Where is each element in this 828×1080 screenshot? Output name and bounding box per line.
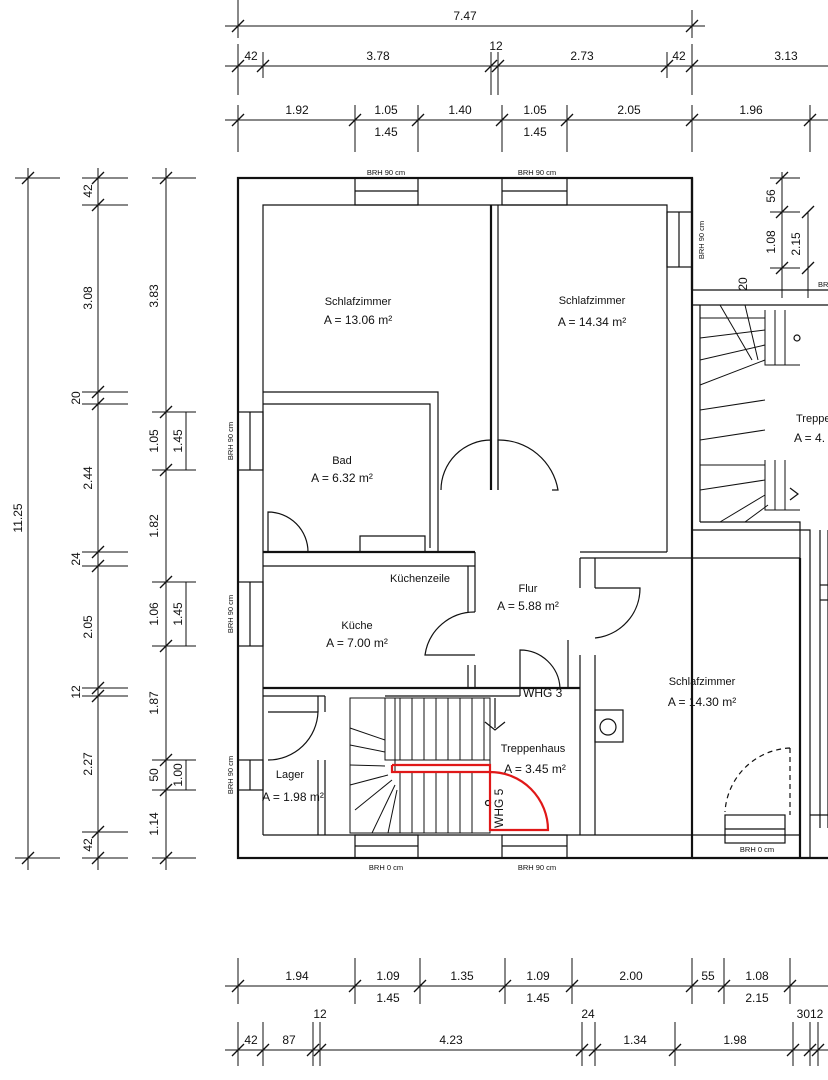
dim-right-c: 2.15 — [789, 232, 803, 256]
dim-left-c3-e: 1.87 — [147, 691, 161, 715]
dim-left-c2-f: 2.05 — [81, 615, 95, 639]
stair-right — [699, 304, 801, 523]
dim-top-r2-c: 12 — [489, 39, 503, 53]
br-label: BR — [818, 280, 828, 289]
dim-bot-r2-a: 42 — [244, 1033, 258, 1047]
dim-bot-r1-a: 1.94 — [285, 969, 309, 983]
dim-left-c2-d: 2.44 — [81, 466, 95, 490]
dim-left-c3-b: 1.05 — [147, 429, 161, 453]
top-dimensions: 7.47 42 3.78 12 2.73 42 3.13 — [225, 0, 828, 152]
dim-bot-r1-d: 1.09 — [526, 969, 550, 983]
dim-left-c2-g: 12 — [69, 685, 83, 699]
room-area-schlafzimmer-2: A = 14.34 m² — [558, 315, 626, 329]
dim-left-c2-b: 3.08 — [81, 286, 95, 310]
brh-right-bedroom2: BRH 90 cm — [697, 221, 706, 259]
dim-left-c2-i: 42 — [81, 838, 95, 852]
doors — [267, 439, 791, 815]
dim-top-total: 7.47 — [453, 9, 477, 23]
dim-bot-r1-g: 1.08 — [745, 969, 769, 983]
dim-bot-r1-e: 2.00 — [619, 969, 643, 983]
dim-top-r2-d: 2.73 — [570, 49, 594, 63]
room-area-treppe: A = 4. — [794, 431, 825, 445]
room-area-lager: A = 1.98 m² — [262, 790, 324, 804]
dim-right-a: 56 — [764, 189, 778, 203]
room-labels: Schlafzimmer A = 13.06 m² Schlafzimmer A… — [262, 295, 828, 828]
dim-top-r3-a: 1.92 — [285, 103, 309, 117]
room-area-flur: A = 5.88 m² — [497, 599, 559, 613]
dim-left-c2-e: 24 — [69, 552, 83, 566]
dim-top-r2-a: 42 — [244, 49, 258, 63]
dim-top-r3-f: 1.96 — [739, 103, 763, 117]
bottom-dimensions: 1.94 1.09 1.35 1.09 2.00 55 1.08 1.45 1.… — [225, 958, 828, 1066]
brh-bottom-3: BRH 0 cm — [740, 845, 774, 854]
room-name-treppenhaus: Treppenhaus — [501, 743, 566, 755]
room-name-treppe: Treppe — [796, 413, 828, 425]
room-name-bad: Bad — [332, 455, 352, 467]
windows — [237, 177, 786, 859]
whg5-label: WHG 5 — [492, 788, 506, 828]
dim-top-r2-b: 3.78 — [366, 49, 390, 63]
brh-bottom-2: BRH 90 cm — [518, 863, 556, 872]
dim-bot-r2-b: 87 — [282, 1033, 296, 1047]
dim-top-r3-c: 1.40 — [448, 103, 472, 117]
dim-top-r3-d: 1.05 — [523, 103, 547, 117]
brh-top-1: BRH 90 cm — [367, 168, 405, 177]
highlight-whg5 — [390, 763, 550, 832]
dim-bot-r1-c: 1.35 — [450, 969, 474, 983]
dim-bot-r2-c: 12 — [313, 1007, 327, 1021]
dim-left-c3-g: 1.14 — [147, 812, 161, 836]
room-name-lager: Lager — [276, 769, 304, 781]
dim-left-c2-c: 20 — [69, 391, 83, 405]
brh-labels: BRH 90 cm BRH 90 cm BRH 90 cm BRH 90 cm … — [226, 168, 774, 872]
brh-left-2: BRH 90 cm — [226, 595, 235, 633]
dim-bot-r2-f: 1.34 — [623, 1033, 647, 1047]
room-name-schlafzimmer-3: Schlafzimmer — [669, 676, 736, 688]
dim-left-c2-h: 2.27 — [81, 752, 95, 776]
dim-top-r3-b: 1.05 — [374, 103, 398, 117]
dim-top-r3-sub-b: 1.45 — [523, 125, 547, 139]
dim-left-c3-d: 1.06 — [147, 602, 161, 626]
brh-bottom-1: BRH 0 cm — [369, 863, 403, 872]
room-name-schlafzimmer-1: Schlafzimmer — [325, 296, 392, 308]
dim-left-total: 11.25 — [11, 503, 25, 532]
dim-bot-r1-b: 1.09 — [376, 969, 400, 983]
room-area-bad: A = 6.32 m² — [311, 471, 373, 485]
dim-left-c2-a: 42 — [81, 184, 95, 198]
dim-bot-r2-e: 24 — [581, 1007, 595, 1021]
room-area-schlafzimmer-1: A = 13.06 m² — [324, 313, 392, 327]
dim-bot-r1-sub-c: 2.15 — [745, 991, 769, 1005]
brh-left-3: BRH 90 cm — [226, 756, 235, 794]
dim-left-c3-sub-a: 1.45 — [171, 429, 185, 453]
room-name-kueche: Küche — [341, 620, 372, 632]
left-dimensions: 11.25 42 3.08 20 — [11, 168, 196, 870]
dim-top-r3-e: 2.05 — [617, 103, 641, 117]
dim-left-c3-a: 3.83 — [147, 284, 161, 308]
dim-left-c3-f: 50 — [147, 768, 161, 782]
brh-left-1: BRH 90 cm — [226, 422, 235, 460]
room-name-schlafzimmer-2: Schlafzimmer — [559, 295, 626, 307]
room-name-flur: Flur — [519, 583, 538, 595]
dim-right-b: 1.08 — [764, 230, 778, 254]
whg3-label: WHG 3 — [523, 686, 563, 700]
dim-top-r2-e: 42 — [672, 49, 686, 63]
dim-bot-r1-sub-a: 1.45 — [376, 991, 400, 1005]
dim-bot-r2-h: 3012 — [797, 1007, 824, 1021]
dim-bot-r1-sub-b: 1.45 — [526, 991, 550, 1005]
brh-top-2: BRH 90 cm — [518, 168, 556, 177]
room-area-treppenhaus: A = 3.45 m² — [504, 762, 566, 776]
dim-bot-r2-g: 1.98 — [723, 1033, 747, 1047]
dim-right-d: 20 — [736, 277, 750, 291]
dim-bot-r2-d: 4.23 — [439, 1033, 463, 1047]
room-area-schlafzimmer-3: A = 14.30 m² — [668, 695, 736, 709]
dim-left-c3-sub-c: 1.00 — [171, 763, 185, 787]
dim-top-r2-f: 3.13 — [774, 49, 798, 63]
room-area-kueche: A = 7.00 m² — [326, 636, 388, 650]
room-name-kuechenzeile: Küchenzeile — [390, 573, 450, 585]
dim-bot-r1-f: 55 — [701, 969, 715, 983]
dim-left-c3-sub-b: 1.45 — [171, 602, 185, 626]
dim-top-r3-sub-a: 1.45 — [374, 125, 398, 139]
dim-left-c3-c: 1.82 — [147, 514, 161, 538]
right-stair-dimensions: 56 1.08 2.15 20 BR — [736, 171, 828, 298]
